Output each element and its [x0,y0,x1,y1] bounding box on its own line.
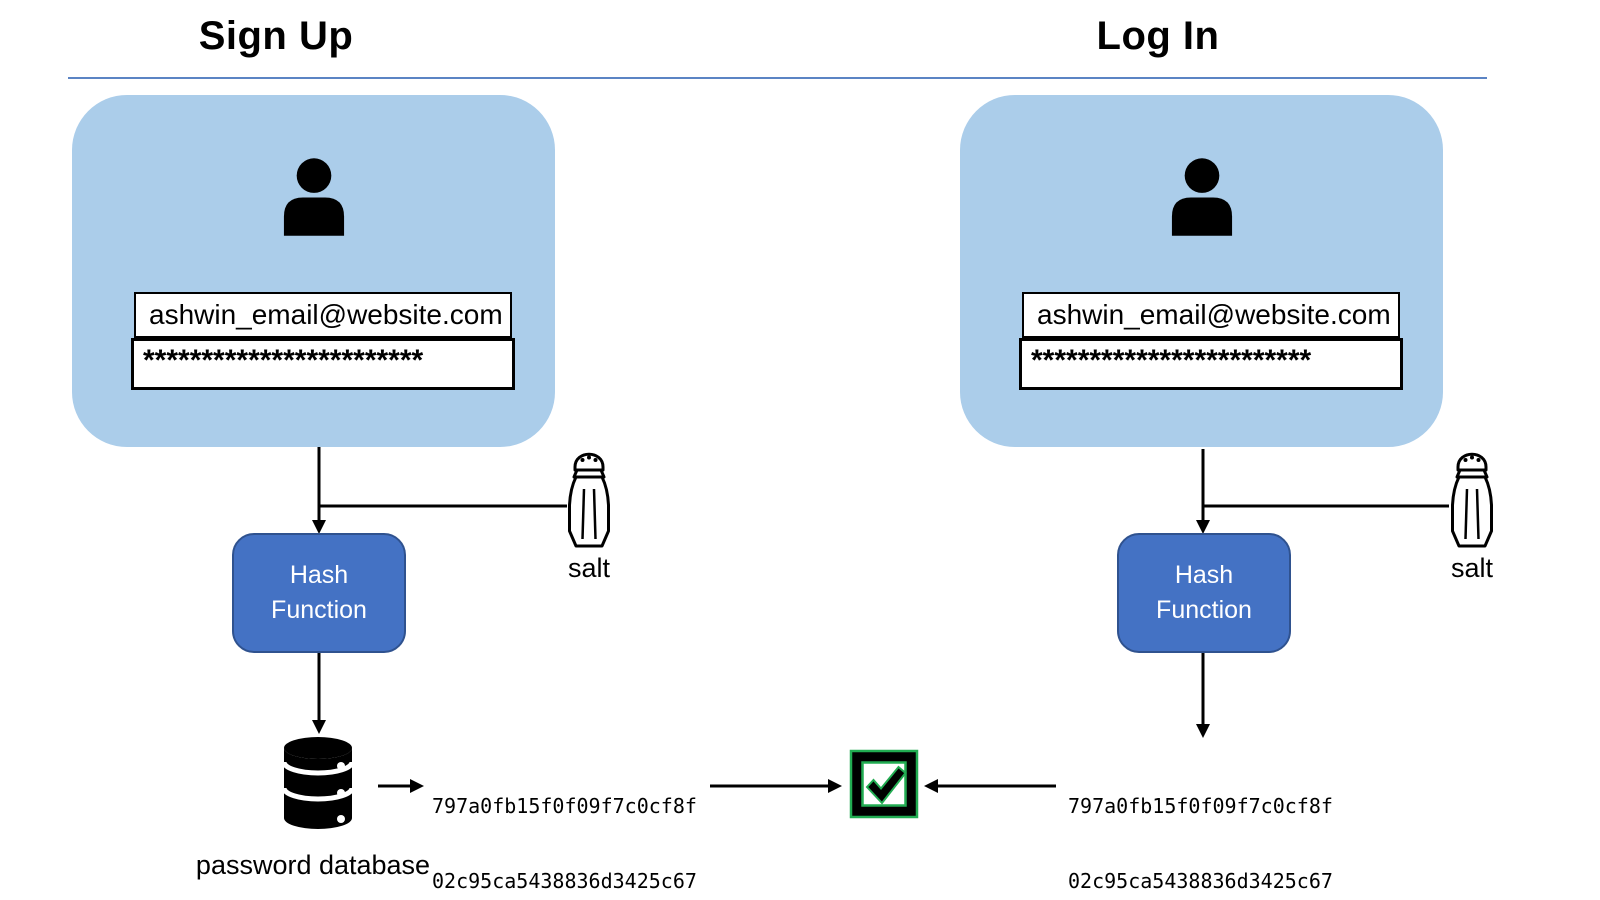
signup-user-panel: ashwin_email@website.com ***************… [72,95,555,447]
login-email-text: ashwin_email@website.com [1037,299,1391,330]
hash-line: 02c95ca5438836d3425c67 [1068,869,1333,893]
arrowhead-down-signup-hash [312,520,326,534]
arrowhead-down-login-hash [1196,520,1210,534]
login-user-panel: ashwin_email@website.com ***************… [960,95,1443,447]
login-salt-label: salt [1450,553,1494,583]
login-title: Log In [1096,14,1220,58]
user-icon [1171,158,1232,236]
arrowhead-right-into-check [828,779,842,793]
login-password-field: ************************ [1019,338,1403,390]
signup-email-field: ashwin_email@website.com [134,292,512,338]
signup-password-mask-text: ************************ [143,344,424,377]
database-icon [281,737,355,829]
arrowhead-down-signup-db [312,720,326,734]
user-icon [283,158,344,236]
signup-password-field: ************************ [131,338,515,390]
login-hash-output: 797a0fb15f0f09f7c0cf8f 02c95ca5438836d34… [1068,744,1333,900]
login-email-field: ashwin_email@website.com [1022,292,1400,338]
signup-hash-output: 797a0fb15f0f09f7c0cf8f 02c95ca5438836d34… [432,744,697,900]
hash-line: 797a0fb15f0f09f7c0cf8f [1068,794,1333,818]
hash-line: 797a0fb15f0f09f7c0cf8f [432,794,697,818]
login-hash-function-box: Hash Function [1117,533,1291,653]
signup-title: Sign Up [198,14,354,58]
signup-salt-label: salt [567,553,611,583]
signup-email-text: ashwin_email@website.com [149,299,503,330]
hash-function-label-line2: Function [1156,596,1252,624]
title-divider-line [68,77,1487,79]
arrowhead-right-db-hashtext [410,779,424,793]
hash-function-label-line1: Hash [289,561,349,589]
hash-function-label-line2: Function [271,596,367,624]
arrowhead-left-into-check [924,779,938,793]
password-database-label: password database [195,850,431,880]
salt-shaker-icon [1451,452,1493,548]
login-password-mask-text: ************************ [1031,344,1312,377]
hash-function-label-line1: Hash [1174,561,1234,589]
signup-hash-function-box: Hash Function [232,533,406,653]
salt-shaker-icon [568,452,610,548]
hash-line: 02c95ca5438836d3425c67 [432,869,697,893]
arrowhead-down-login-hashtext [1196,724,1210,738]
checkmark-match-icon [849,749,919,819]
